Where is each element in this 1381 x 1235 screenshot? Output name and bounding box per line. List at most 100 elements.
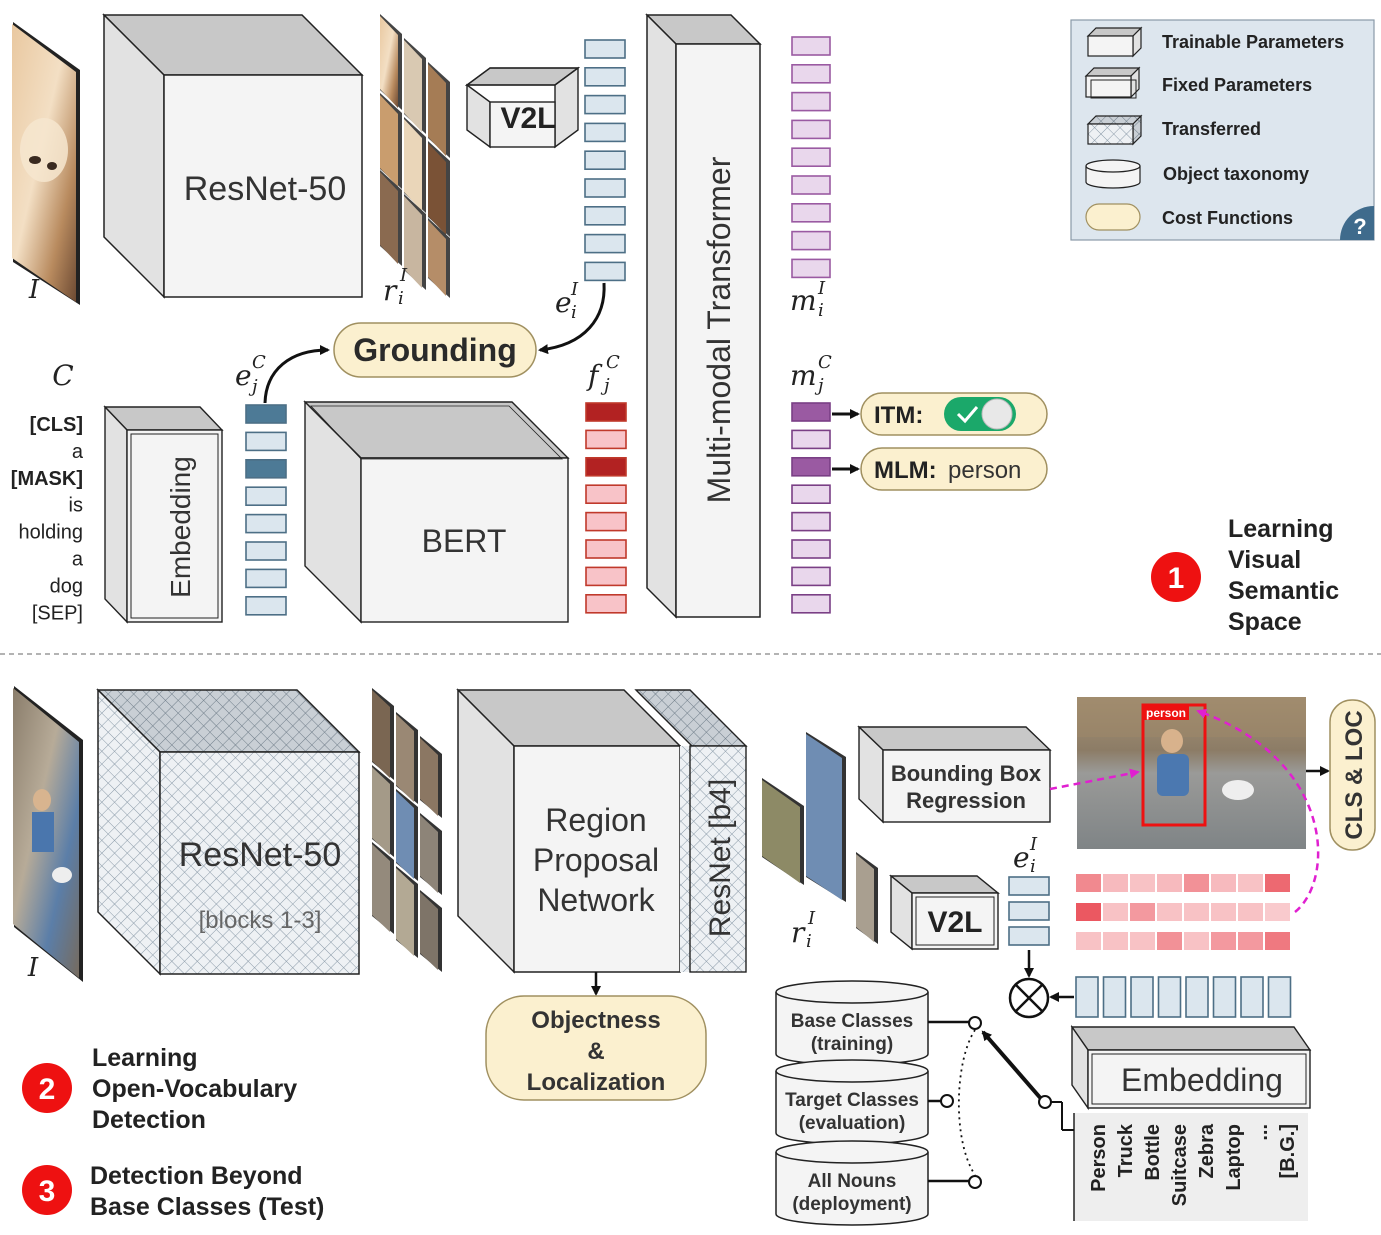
visual-feature-cell: [584, 206, 626, 226]
taxonomy-title: Base Classes: [791, 1011, 914, 1032]
f-j-cell: [585, 566, 627, 587]
caption-feature-cell: [245, 486, 287, 507]
score-cell: [1103, 903, 1128, 921]
taxonomy-cylinder[interactable]: Target Classes(evaluation): [775, 1059, 929, 1145]
svg-text:r: r: [383, 274, 398, 307]
m-i-cell: [791, 64, 831, 84]
svg-text:m: m: [790, 284, 817, 317]
score-cell: [1265, 932, 1290, 950]
score-cell: [1103, 932, 1128, 950]
visual-embedding-column: [584, 39, 626, 282]
score-cell: [1157, 874, 1182, 892]
f-j-cell: [585, 402, 627, 422]
legend-transferred-label: Transferred: [1162, 119, 1261, 139]
step3-title: Detection Beyond Base Classes (Test): [90, 1162, 324, 1221]
resnet50-2-label: ResNet-50: [179, 836, 342, 874]
step1-title: Learning Visual Semantic Space: [1228, 515, 1339, 636]
svg-text:C: C: [252, 352, 266, 373]
score-cell: [1076, 932, 1101, 950]
legend-fixed-icon: [1084, 66, 1141, 99]
caption-symbol: C: [52, 359, 73, 392]
taxonomy-cylinder[interactable]: All Nouns(deployment): [775, 1140, 929, 1226]
svg-text:Detection Beyond: Detection Beyond: [90, 1162, 303, 1190]
legend-cost-label: Cost Functions: [1162, 208, 1293, 228]
caption-token: [SEP]: [32, 602, 83, 624]
taxonomy-cylinder[interactable]: Base Classes(training): [775, 980, 929, 1066]
embedding-block: [103, 405, 224, 624]
score-heatmap: [1076, 874, 1290, 950]
f-j-cell: [585, 429, 627, 450]
arrow-ei-to-grounding: [538, 282, 606, 355]
input-image-label: I: [28, 275, 40, 305]
product-icon: [1008, 977, 1050, 1019]
region-crops: [380, 14, 450, 298]
resnet50-block: [102, 13, 364, 299]
svg-text:3: 3: [39, 1175, 56, 1208]
svg-text:e: e: [555, 286, 572, 319]
svg-text:C: C: [606, 352, 620, 373]
score-cell: [1130, 874, 1155, 892]
score-cell: [1184, 874, 1209, 892]
help-icon[interactable]: ?: [1340, 206, 1374, 240]
class-name: Zebra: [1196, 1123, 1218, 1178]
mlm-label: MLM:: [874, 457, 937, 484]
bert-label: BERT: [422, 523, 507, 559]
svg-text:2: 2: [39, 1073, 56, 1106]
svg-text:Regression: Regression: [906, 788, 1026, 813]
svg-text:i: i: [398, 288, 404, 309]
m-j-cell: [791, 593, 831, 614]
stage2: I ResNet-50 [blocks 1-3] Reg: [13, 686, 1376, 1226]
objectness-cost: Objectness & Localization: [485, 995, 707, 1101]
svg-text:Space: Space: [1228, 608, 1302, 636]
embedding-label: Embedding: [165, 456, 196, 598]
caption-token: a: [72, 441, 84, 463]
grounding-label: Grounding: [353, 332, 517, 368]
f-j-cell: [585, 593, 627, 614]
legend-transferred-icon: [1086, 114, 1143, 146]
itm-toggle-icon: [944, 397, 1016, 431]
legend-taxonomy-icon: [1085, 159, 1141, 189]
visual-feature-cell-2: [1008, 926, 1050, 946]
e-i-label: e I i: [555, 279, 579, 323]
score-cell: [1103, 874, 1128, 892]
caption-embedding-column: [245, 404, 287, 616]
m-j-cell: [791, 539, 831, 559]
visual-feature-cell: [584, 39, 626, 59]
svg-text:&: &: [587, 1038, 604, 1065]
class-embedding-cell: [1157, 976, 1182, 1018]
svg-text:e: e: [1013, 841, 1030, 874]
svg-text:Objectness: Objectness: [531, 1007, 660, 1034]
class-embedding-cell: [1212, 976, 1237, 1018]
f-j-cell: [585, 511, 627, 532]
svg-text:Localization: Localization: [527, 1069, 666, 1096]
e-i-2-label: e I i: [1013, 834, 1038, 877]
class-embedding-cell: [1102, 976, 1127, 1018]
svg-text:j: j: [600, 375, 610, 396]
embedding-2-label: Embedding: [1121, 1062, 1283, 1098]
mlm-value: person: [948, 457, 1021, 484]
e-j-label: e C j: [235, 352, 266, 397]
m-i-label: m I i: [790, 278, 826, 321]
m-i-cell: [791, 258, 831, 279]
svg-text:Learning: Learning: [92, 1044, 198, 1072]
dashed-bbox-to-photo: [1049, 768, 1140, 791]
step2-badge: 2: [22, 1063, 72, 1113]
class-name: Bottle: [1142, 1124, 1164, 1181]
svg-text:C: C: [818, 352, 832, 373]
resnet-b4-label: ResNet [b4]: [704, 779, 737, 937]
score-cell: [1211, 903, 1236, 921]
v2l-2-label: V2L: [927, 906, 982, 939]
score-cell: [1184, 932, 1209, 950]
bert-block: [303, 400, 570, 624]
bbox-regression-block: [857, 725, 1052, 824]
m-j-cell: [791, 566, 831, 587]
region-crops-2: [762, 732, 878, 944]
svg-text:Semantic: Semantic: [1228, 577, 1339, 605]
caption-feature-cell: [245, 431, 287, 452]
score-cell: [1076, 874, 1101, 892]
rpn-label: Region Proposal Network: [533, 802, 659, 918]
dashed-scores-to-photo: [1196, 708, 1320, 913]
class-name: Truck: [1115, 1123, 1137, 1177]
m-i-cell: [791, 175, 831, 195]
score-cell: [1265, 874, 1290, 892]
